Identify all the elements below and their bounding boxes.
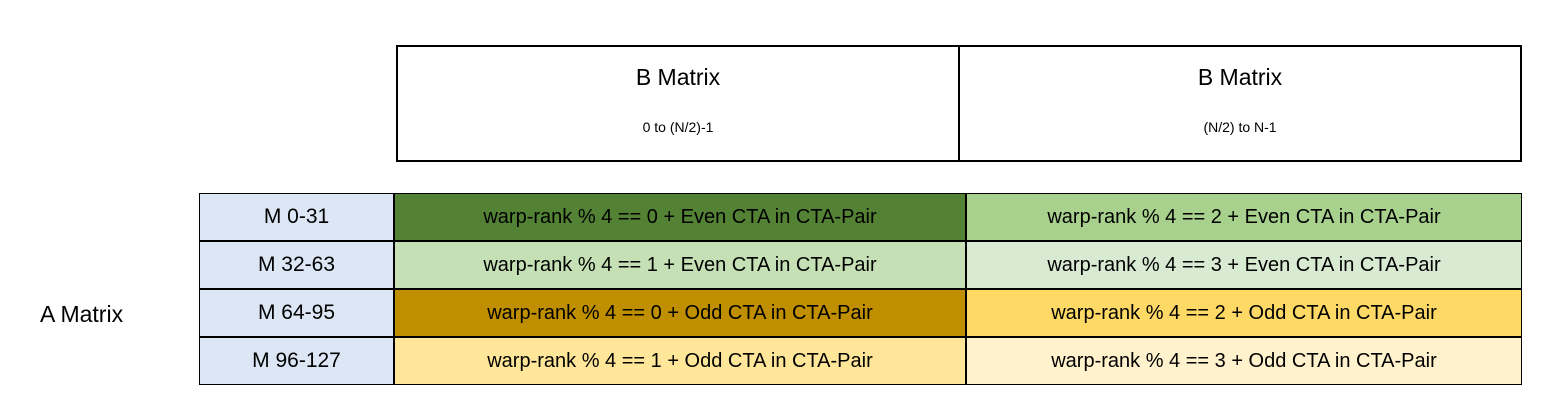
b-matrix-range-right: (N/2) to N-1 xyxy=(1203,119,1277,135)
row-label-m-0-31: M 0-31 xyxy=(199,193,394,241)
b-matrix-header-table: B Matrix 0 to (N/2)-1 B Matrix (N/2) to … xyxy=(396,45,1522,162)
cell-row2-col0: warp-rank % 4 == 0 + Odd CTA in CTA-Pair xyxy=(394,289,966,337)
table-row: M 64-95 warp-rank % 4 == 0 + Odd CTA in … xyxy=(199,289,1522,337)
b-matrix-header-cell-right: B Matrix (N/2) to N-1 xyxy=(958,47,1520,160)
warp-tiling-grid: M 0-31 warp-rank % 4 == 0 + Even CTA in … xyxy=(199,193,1522,385)
b-matrix-title-right: B Matrix xyxy=(1197,64,1283,90)
b-matrix-range-left: 0 to (N/2)-1 xyxy=(642,119,714,135)
row-label-m-64-95: M 64-95 xyxy=(199,289,394,337)
cell-row2-col1: warp-rank % 4 == 2 + Odd CTA in CTA-Pair xyxy=(966,289,1522,337)
b-matrix-title-left: B Matrix xyxy=(635,64,721,90)
cell-row0-col0: warp-rank % 4 == 0 + Even CTA in CTA-Pai… xyxy=(394,193,966,241)
row-label-m-32-63: M 32-63 xyxy=(199,241,394,289)
cell-row1-col0: warp-rank % 4 == 1 + Even CTA in CTA-Pai… xyxy=(394,241,966,289)
cell-row1-col1: warp-rank % 4 == 3 + Even CTA in CTA-Pai… xyxy=(966,241,1522,289)
row-label-m-96-127: M 96-127 xyxy=(199,337,394,385)
cell-row3-col0: warp-rank % 4 == 1 + Odd CTA in CTA-Pair xyxy=(394,337,966,385)
table-row: M 96-127 warp-rank % 4 == 1 + Odd CTA in… xyxy=(199,337,1522,385)
table-row: M 0-31 warp-rank % 4 == 0 + Even CTA in … xyxy=(199,193,1522,241)
table-row: M 32-63 warp-rank % 4 == 1 + Even CTA in… xyxy=(199,241,1522,289)
b-matrix-header-cell-left: B Matrix 0 to (N/2)-1 xyxy=(398,47,958,160)
a-matrix-label: A Matrix xyxy=(40,301,124,327)
cell-row0-col1: warp-rank % 4 == 2 + Even CTA in CTA-Pai… xyxy=(966,193,1522,241)
cell-row3-col1: warp-rank % 4 == 3 + Odd CTA in CTA-Pair xyxy=(966,337,1522,385)
